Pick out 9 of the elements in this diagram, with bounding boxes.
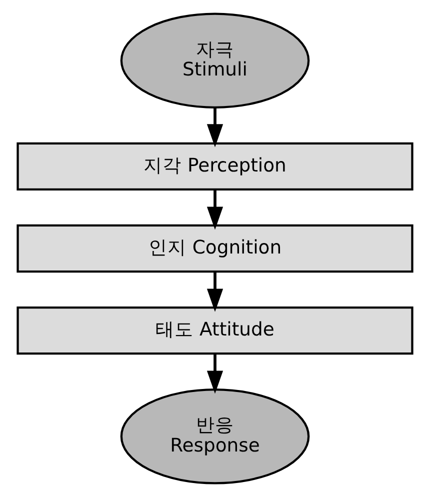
arrow	[206, 190, 223, 230]
arrow	[206, 108, 223, 148]
node-box: 지각 Perception	[16, 142, 413, 191]
node-ellipse: 자극 Stimuli	[120, 12, 310, 108]
arrow	[206, 354, 223, 394]
node-box: 태도 Attitude	[16, 306, 413, 355]
arrow	[206, 272, 223, 312]
node-box: 인지 Cognition	[16, 224, 413, 273]
node-ellipse: 반응 Response	[120, 388, 310, 484]
